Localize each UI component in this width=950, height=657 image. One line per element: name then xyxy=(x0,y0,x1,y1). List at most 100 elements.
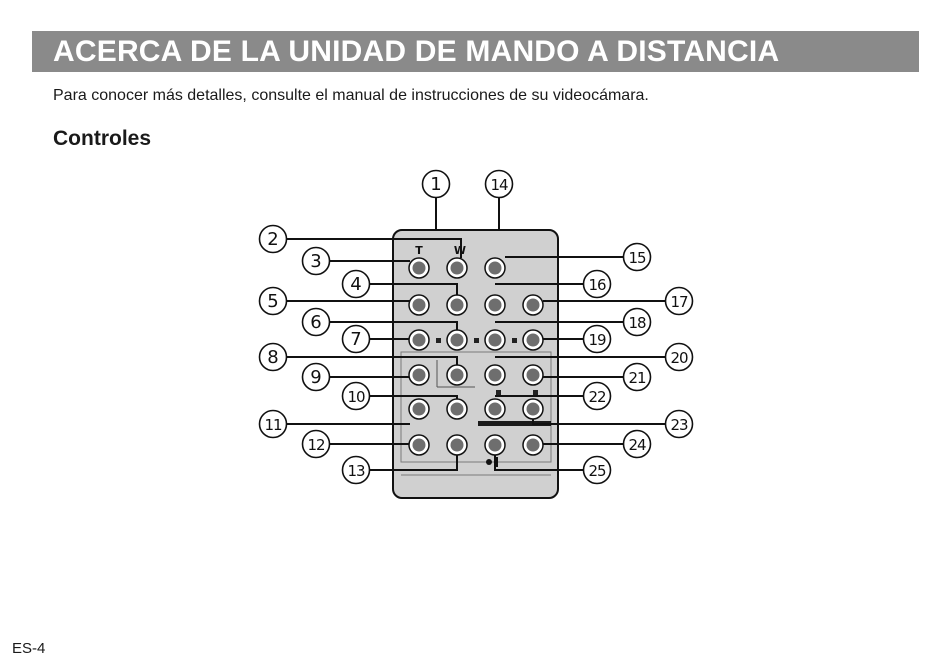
remote-button xyxy=(522,398,544,420)
intro-text: Para conocer más detalles, consulte el m… xyxy=(53,87,649,104)
remote-button xyxy=(484,257,506,279)
callout-number: 13 xyxy=(347,462,365,480)
remote-button xyxy=(446,434,468,456)
remote-button xyxy=(446,364,468,386)
remote-mark-2 xyxy=(474,338,479,343)
remote-button xyxy=(522,434,544,456)
callout-number: 4 xyxy=(350,274,361,295)
leader-line-2 xyxy=(287,238,462,258)
remote-buttons xyxy=(408,257,544,456)
remote-button xyxy=(484,294,506,316)
t-zoom-label: T xyxy=(415,244,423,257)
remote-button xyxy=(446,294,468,316)
callout-7: 7 xyxy=(341,324,371,354)
remote-black-bar xyxy=(478,421,551,426)
callout-number: 20 xyxy=(670,349,688,367)
remote-button xyxy=(446,257,468,279)
remote-button xyxy=(408,364,430,386)
leader-line-13 xyxy=(370,455,458,471)
callout-number: 21 xyxy=(628,369,646,387)
callout-21: 21 xyxy=(622,362,652,392)
callout-9: 9 xyxy=(301,362,331,392)
callout-5: 5 xyxy=(258,286,288,316)
callout-number: 14 xyxy=(490,176,508,194)
remote-mark-5 xyxy=(533,390,538,395)
remote-button xyxy=(446,398,468,420)
callout-number: 10 xyxy=(347,388,365,406)
callout-14: 14 xyxy=(484,169,514,199)
callout-10: 10 xyxy=(341,381,371,411)
remote-button xyxy=(522,329,544,351)
callout-number: 11 xyxy=(264,416,282,434)
remote-outline xyxy=(392,229,559,499)
callout-8: 8 xyxy=(258,342,288,372)
remote-dot-mark xyxy=(486,459,492,465)
callout-11: 11 xyxy=(258,409,288,439)
remote-button xyxy=(522,294,544,316)
leader-line-8 xyxy=(287,356,458,366)
callout-19: 19 xyxy=(582,324,612,354)
callout-number: 6 xyxy=(310,312,321,333)
callout-number: 9 xyxy=(310,367,321,388)
callout-3: 3 xyxy=(301,246,331,276)
remote-button xyxy=(484,398,506,420)
remote-mark-4 xyxy=(496,390,501,395)
callout-number: 17 xyxy=(670,293,688,311)
callout-number: 12 xyxy=(307,436,325,454)
remote-button xyxy=(484,329,506,351)
remote-mark-3 xyxy=(512,338,517,343)
leader-line-23 xyxy=(532,418,665,425)
leader-line-25 xyxy=(494,455,583,471)
leader-line-6 xyxy=(330,321,458,331)
remote-button xyxy=(408,434,430,456)
remote-button xyxy=(522,364,544,386)
callout-number: 5 xyxy=(267,291,278,312)
callout-number: 1 xyxy=(430,174,441,195)
leader-line-4 xyxy=(370,283,458,296)
callout-number: 24 xyxy=(628,436,646,454)
callout-number: 8 xyxy=(267,347,278,368)
remote-button xyxy=(484,364,506,386)
callout-6: 6 xyxy=(301,307,331,337)
callout-12: 12 xyxy=(301,429,331,459)
callout-number: 25 xyxy=(588,462,606,480)
remote-button xyxy=(446,329,468,351)
remote-button xyxy=(408,257,430,279)
callout-22: 22 xyxy=(582,381,612,411)
remote-button xyxy=(408,398,430,420)
callout-20: 20 xyxy=(664,342,694,372)
title-bar: ACERCA DE LA UNIDAD DE MANDO A DISTANCIA xyxy=(32,31,919,72)
callout-number: 22 xyxy=(588,388,606,406)
callout-4: 4 xyxy=(341,269,371,299)
callout-15: 15 xyxy=(622,242,652,272)
page-number: ES-4 xyxy=(12,640,46,657)
callout-1: 1 xyxy=(421,169,451,199)
section-heading: Controles xyxy=(53,127,152,150)
callout-number: 23 xyxy=(670,416,688,434)
callout-number: 19 xyxy=(588,331,606,349)
remote-button xyxy=(484,434,506,456)
callout-17: 17 xyxy=(664,286,694,316)
callout-25: 25 xyxy=(582,455,612,485)
callout-18: 18 xyxy=(622,307,652,337)
page-title: ACERCA DE LA UNIDAD DE MANDO A DISTANCIA xyxy=(53,35,780,68)
callout-number: 16 xyxy=(588,276,606,294)
callout-23: 23 xyxy=(664,409,694,439)
remote-panel-outline xyxy=(400,351,552,463)
callout-16: 16 xyxy=(582,269,612,299)
callout-number: 3 xyxy=(310,251,321,272)
callout-number: 18 xyxy=(628,314,646,332)
callout-number: 7 xyxy=(350,329,361,350)
remote-button xyxy=(408,294,430,316)
callout-number: 2 xyxy=(267,229,278,250)
leader-lines xyxy=(287,198,665,471)
remote-button xyxy=(408,329,430,351)
remote-mark-1 xyxy=(436,338,441,343)
callout-24: 24 xyxy=(622,429,652,459)
callout-2: 2 xyxy=(258,224,288,254)
callout-number: 15 xyxy=(628,249,646,267)
callout-13: 13 xyxy=(341,455,371,485)
